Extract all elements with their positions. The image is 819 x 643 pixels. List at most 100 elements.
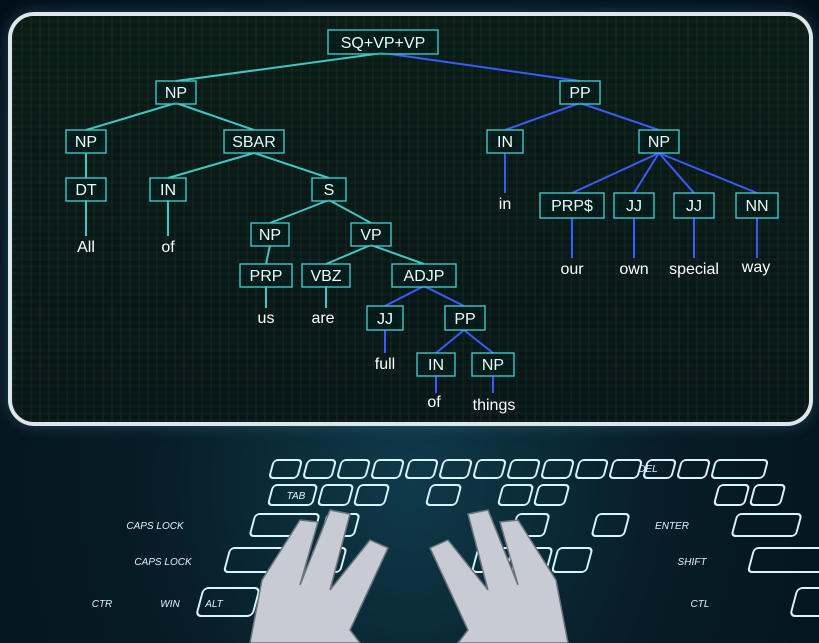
word-of: of (161, 239, 175, 256)
node-dt (65, 177, 107, 202)
key-label: WIN (160, 599, 180, 610)
key-label: ENTER (655, 521, 689, 532)
node-in (486, 129, 524, 154)
tree-edges-blue (382, 52, 758, 393)
node-prp (239, 263, 293, 288)
key-ctl (790, 587, 819, 617)
robot-hands (249, 509, 569, 643)
key-label: ALT (204, 599, 223, 610)
node-np-label: NP (165, 85, 187, 102)
key (749, 484, 786, 506)
node-prps-label: PRP$ (551, 198, 593, 215)
root-node (327, 29, 439, 55)
key (575, 459, 609, 479)
key-u (533, 484, 570, 506)
key-r (425, 484, 462, 506)
key (303, 459, 337, 479)
key (609, 459, 643, 479)
node-pp-label: PP (569, 85, 590, 102)
key (371, 459, 405, 479)
key-k (591, 513, 630, 537)
key (541, 459, 575, 479)
node-in-label: IN (160, 182, 176, 199)
key-enter (731, 513, 802, 537)
word-own: own (619, 261, 648, 278)
node-nn (735, 192, 779, 219)
node-jj-label: JJ (686, 198, 702, 215)
key (677, 459, 711, 479)
root-label: SQ+VP+VP (341, 35, 426, 52)
node-s-label: S (324, 182, 335, 199)
node-np (155, 80, 197, 105)
node-vp (350, 222, 392, 247)
node-dt-label: DT (75, 182, 97, 199)
word-our: our (560, 261, 584, 278)
key-label: CAPS LOCK (134, 557, 193, 568)
node-np-label: NP (648, 134, 670, 151)
node-np-label: NP (482, 357, 504, 374)
key-y (497, 484, 534, 506)
key-q (317, 484, 354, 506)
key (507, 459, 541, 479)
node-np-label: NP (259, 227, 281, 244)
node-sbar (223, 129, 285, 154)
key (473, 459, 507, 479)
node-vp-label: VP (360, 227, 381, 244)
node-jj (613, 192, 655, 219)
key (439, 459, 473, 479)
word-special: special (669, 261, 719, 278)
key (405, 459, 439, 479)
key-del (711, 459, 769, 479)
node-adjp-label: ADJP (404, 268, 445, 285)
key-label: CTR (92, 599, 113, 610)
node-pp-label: PP (454, 311, 475, 328)
node-np-label: NP (75, 134, 97, 151)
node-prp-label: PRP (250, 268, 283, 285)
node-jj (673, 192, 715, 219)
node-pp (559, 80, 601, 105)
node-np (250, 222, 290, 247)
word-in: in (499, 196, 511, 213)
key (269, 459, 303, 479)
node-jj-label: JJ (626, 198, 642, 215)
node-jj (366, 305, 404, 331)
node-in (416, 352, 456, 377)
word-things: things (473, 397, 516, 414)
tree-edges (85, 52, 425, 308)
key-label: DEL (638, 464, 657, 475)
key-tab (267, 484, 318, 506)
node-vbz-label: VBZ (310, 268, 341, 285)
parse-tree: SQ+VP+VP NP PP NP SBAR IN NP DT IN S NP … (65, 29, 779, 414)
node-prps (539, 192, 605, 219)
node-vbz (301, 263, 351, 288)
node-np (471, 352, 515, 377)
matrix-background (12, 16, 809, 422)
key-label: CAPS LOCK (126, 521, 185, 532)
node-adjp (391, 263, 457, 288)
node-sbar-label: SBAR (232, 134, 276, 151)
key (337, 459, 371, 479)
node-nn-label: NN (745, 198, 768, 215)
key-label: CTL (691, 599, 710, 610)
word-all: All (77, 239, 95, 256)
word-full: full (375, 356, 395, 373)
key-ctr (196, 587, 260, 617)
node-np (638, 129, 680, 154)
node-in-label: IN (428, 357, 444, 374)
node-in (149, 177, 187, 202)
key-label: TAB (287, 491, 306, 502)
holographic-keyboard: DEL TAB CAPS LOCK ENTER CAPS LOCK SHIFT … (92, 459, 819, 643)
display-panel: SQ+VP+VP NP PP NP SBAR IN NP DT IN S NP … (12, 16, 809, 422)
node-jj-label: JJ (377, 311, 393, 328)
word-way: way (741, 259, 770, 276)
word-us: us (258, 310, 275, 327)
key (713, 484, 750, 506)
node-np (65, 129, 107, 154)
key-label: SHIFT (678, 557, 708, 568)
word-of: of (427, 394, 441, 411)
key-w (353, 484, 390, 506)
key (643, 459, 677, 479)
key-n (551, 547, 593, 573)
word-are: are (311, 310, 334, 327)
node-in-label: IN (497, 134, 513, 151)
